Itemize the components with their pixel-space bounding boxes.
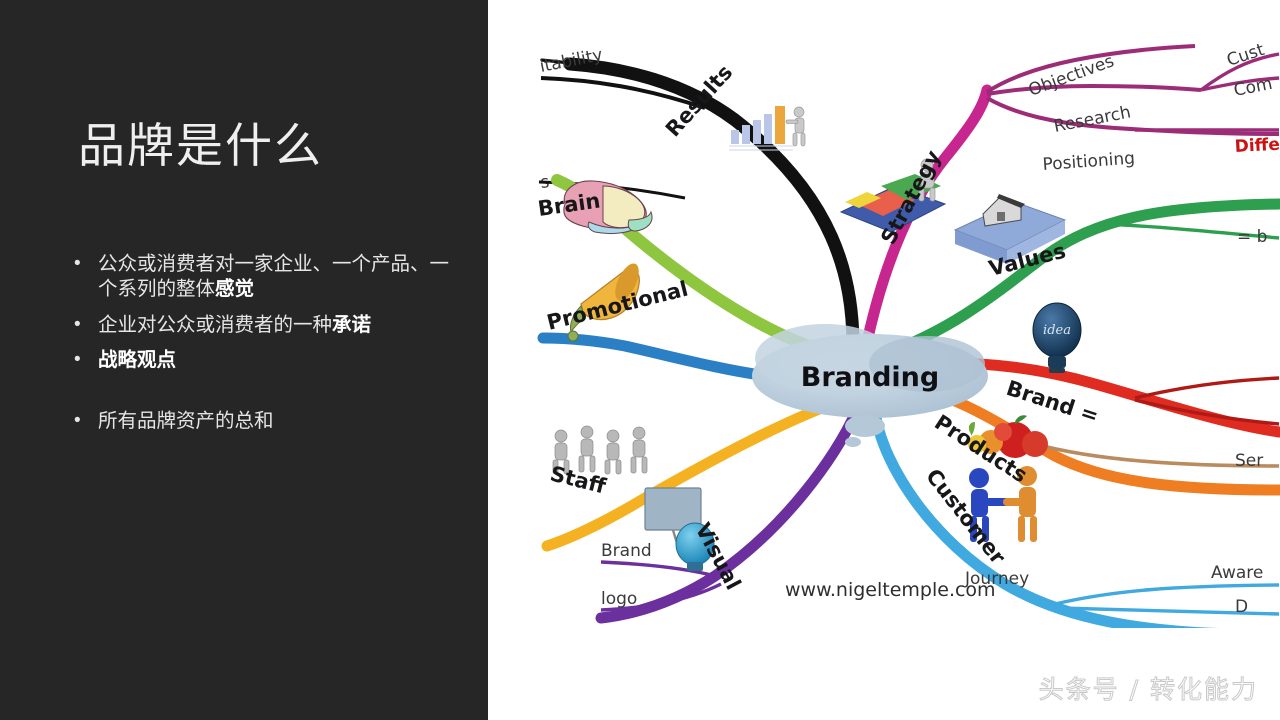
sub-label-decision: D: [1235, 597, 1248, 617]
sub-line-competitors: [1200, 76, 1280, 92]
bullet-marker: •: [74, 313, 81, 335]
bullet-marker: •: [74, 253, 81, 274]
mindmap-url: www.nigeltemple.com: [785, 579, 996, 601]
sub-line-logo: [600, 582, 722, 612]
sub-label-logo: logo: [601, 589, 637, 609]
bullet-marker: •: [74, 410, 81, 432]
page-title: 品牌是什么: [78, 119, 323, 172]
sub-label-customers: Cust: [1224, 40, 1267, 71]
list-item: • 所有品牌资产的总和: [74, 409, 454, 434]
handshake-icon: [969, 466, 1037, 542]
sub-line-decision: [1058, 606, 1280, 616]
sub-label-competitors: Com: [1232, 74, 1274, 101]
people-icon: [552, 425, 648, 475]
megaphone-icon: [567, 263, 640, 342]
branch-visual: Visual Brand logo: [595, 404, 863, 624]
list-item: • 公众或消费者对一家企业、一个产品、一个系列的整体感觉: [74, 252, 454, 303]
mindmap-center-node: Branding: [752, 324, 988, 447]
puzzle-icon: [839, 158, 947, 233]
list-item-text-emphasis: 承诺: [332, 313, 372, 336]
list-item: • 战略观点: [74, 348, 454, 373]
sub-line-customers: [1199, 52, 1280, 92]
list-item-text-emphasis: 战略观点: [98, 349, 177, 372]
svg-text:idea: idea: [1043, 323, 1071, 338]
sub-line-positioning: [986, 96, 1280, 136]
bullet-marker: •: [74, 349, 81, 371]
list-item-text-plain: 所有品牌资产的总和: [98, 410, 274, 433]
sub-line-awareness: [1054, 583, 1280, 606]
list-item-text: 所有品牌资产的总和: [98, 409, 454, 434]
list-item-text: 战略观点: [98, 348, 454, 373]
watermark: 头条号 / 转化能力: [1038, 675, 1258, 705]
sub-line-equals-brand: [1100, 222, 1280, 240]
list-item-text-emphasis: 感觉: [215, 278, 255, 301]
bullet-list: • 公众或消费者对一家企业、一个产品、一个系列的整体感觉 • 企业对公众或消费者…: [74, 252, 454, 445]
sub-label-research: Research: [1052, 102, 1132, 137]
sub-label-positioning: Positioning: [1042, 149, 1136, 175]
sub-line-brand-eq-b: [1134, 398, 1280, 426]
list-item: • 企业对公众或消费者的一种承诺: [74, 313, 454, 338]
mindmap-graphic: Results itability s Brain: [536, 40, 1280, 628]
sub-line-objectives: [985, 44, 1196, 94]
mindmap-image-panel: Results itability s Brain: [488, 0, 1280, 720]
sub-label-brand: Brand: [601, 541, 652, 561]
list-item-text-plain: 企业对公众或消费者的一种: [98, 313, 333, 336]
sub-label-services: Ser: [1235, 451, 1263, 471]
list-item-text-plain: 公众或消费者对一家企业、一个产品、一个系列的整体: [98, 253, 450, 301]
branch-strategy: Strategy Objectives Research Positioning…: [839, 40, 1280, 348]
sub-line-brand-eq-a: [1134, 376, 1280, 400]
brain-icon: [563, 180, 653, 235]
list-item-text: 公众或消费者对一家企业、一个产品、一个系列的整体感觉: [98, 252, 454, 303]
sub-label-equals-brand: = b: [1237, 227, 1267, 247]
sub-line-research: [986, 83, 1202, 96]
sub-label-differentiation: Diffe: [1234, 135, 1280, 157]
fruit-icon: [968, 415, 1048, 458]
house-envelope-icon: [953, 194, 1067, 264]
idea-bulb-icon: idea: [1032, 302, 1082, 373]
sub-line-services: [1034, 442, 1280, 468]
branch-values: Values = b: [879, 194, 1280, 360]
sub-label-objectives: Objectives: [1026, 51, 1117, 100]
mindmap-center-label: Branding: [801, 362, 939, 393]
lightbulb-board-icon: [644, 487, 715, 571]
list-item-text: 企业对公众或消费者的一种承诺: [98, 313, 454, 338]
branch-label-staff: Staff: [548, 462, 609, 499]
sub-label-journey: Journey: [964, 569, 1029, 589]
sub-label-awareness: Aware: [1211, 563, 1263, 583]
sub-line-brand: [600, 560, 716, 578]
left-text-panel: 品牌是什么 • 公众或消费者对一家企业、一个产品、一个系列的整体感觉 • 企业对…: [0, 0, 488, 720]
branch-label-results: Results: [661, 60, 737, 141]
bar-chart-icon: [729, 106, 806, 151]
